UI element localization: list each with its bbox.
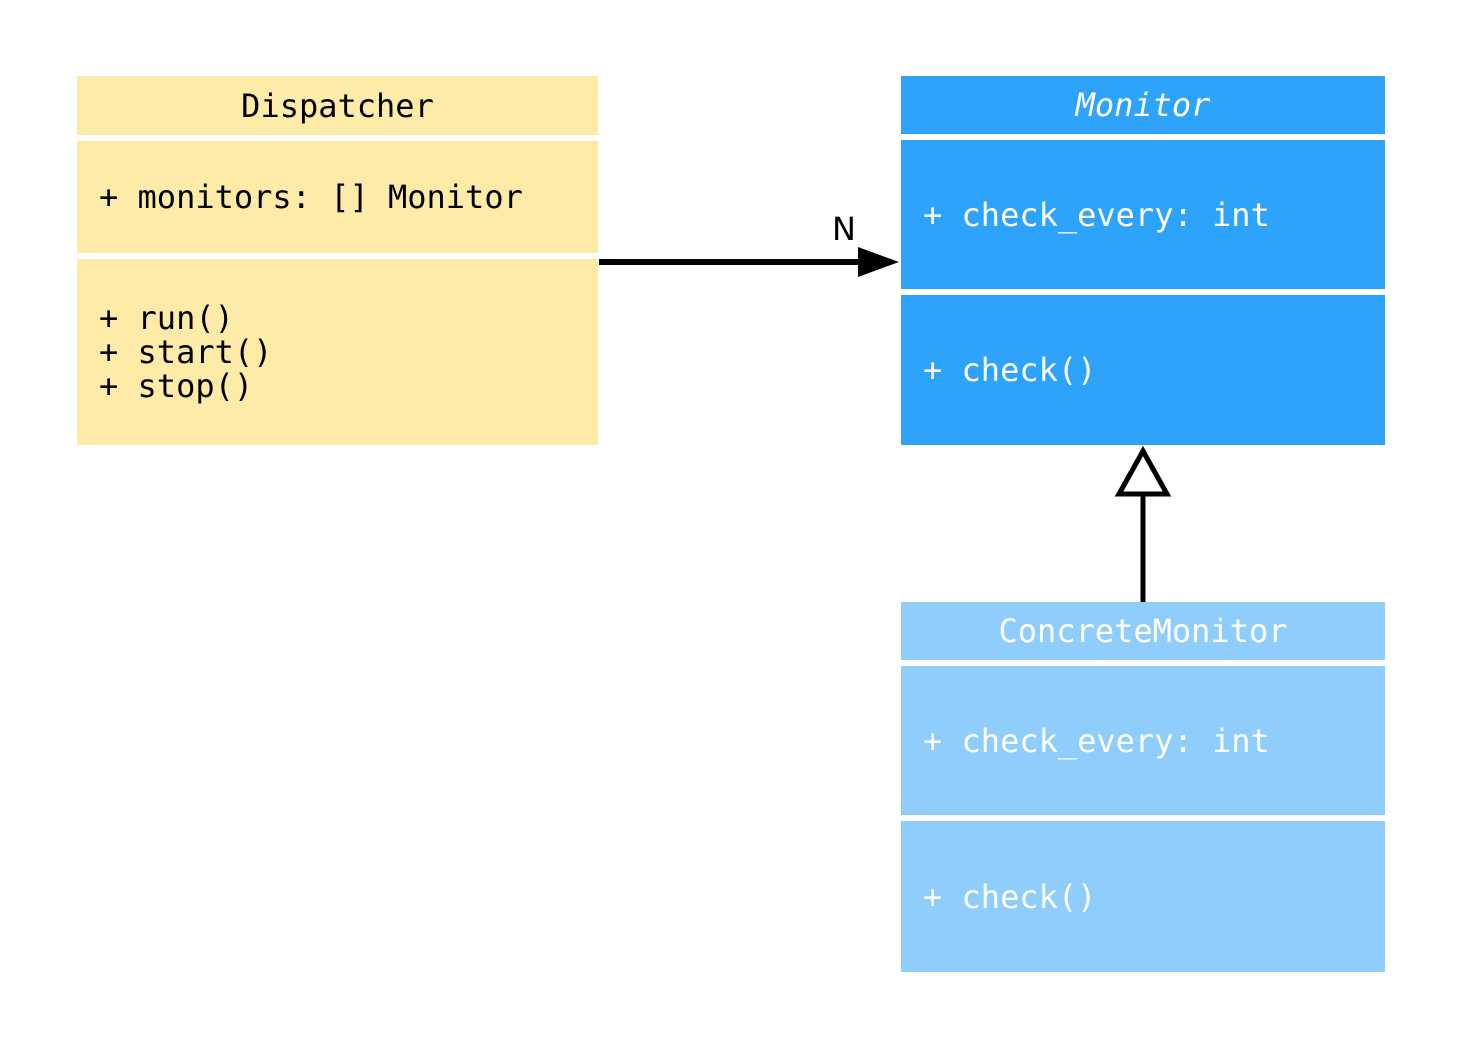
method-line: + check() [923, 877, 1097, 916]
class-methods-concretemonitor: + check() [901, 821, 1385, 972]
class-title-concretemonitor: ConcreteMonitor [901, 602, 1385, 660]
attribute-line: + check_every: int [923, 721, 1270, 760]
class-name-label: Dispatcher [241, 86, 434, 125]
class-box-concretemonitor: ConcreteMonitor + check_every: int + che… [901, 602, 1385, 972]
class-attributes-monitor: + check_every: int [901, 140, 1385, 289]
attribute-line: + check_every: int [923, 195, 1270, 234]
class-name-label: ConcreteMonitor [998, 612, 1288, 650]
class-methods-dispatcher: + run() + start() + stop() [77, 259, 598, 445]
class-name-label: Monitor [1075, 86, 1211, 124]
method-line: + stop() [99, 367, 254, 405]
class-title-monitor: Monitor [901, 76, 1385, 134]
class-box-dispatcher: Dispatcher + monitors: [] Monitor + run(… [77, 76, 598, 445]
class-attributes-concretemonitor: + check_every: int [901, 666, 1385, 815]
inheritance-triangle-icon [1114, 445, 1172, 497]
class-attributes-dispatcher: + monitors: [] Monitor [77, 141, 598, 253]
method-line: + check() [923, 351, 1097, 389]
association-arrowhead-icon [858, 247, 899, 277]
attribute-line: + monitors: [] Monitor [99, 178, 523, 216]
class-box-monitor: Monitor + check_every: int + check() [901, 76, 1385, 445]
association-multiplicity-label: N [832, 210, 856, 248]
method-line: + start() [99, 333, 273, 371]
method-line: + run() [99, 299, 234, 337]
class-title-dispatcher: Dispatcher [77, 76, 598, 135]
class-methods-monitor: + check() [901, 295, 1385, 445]
